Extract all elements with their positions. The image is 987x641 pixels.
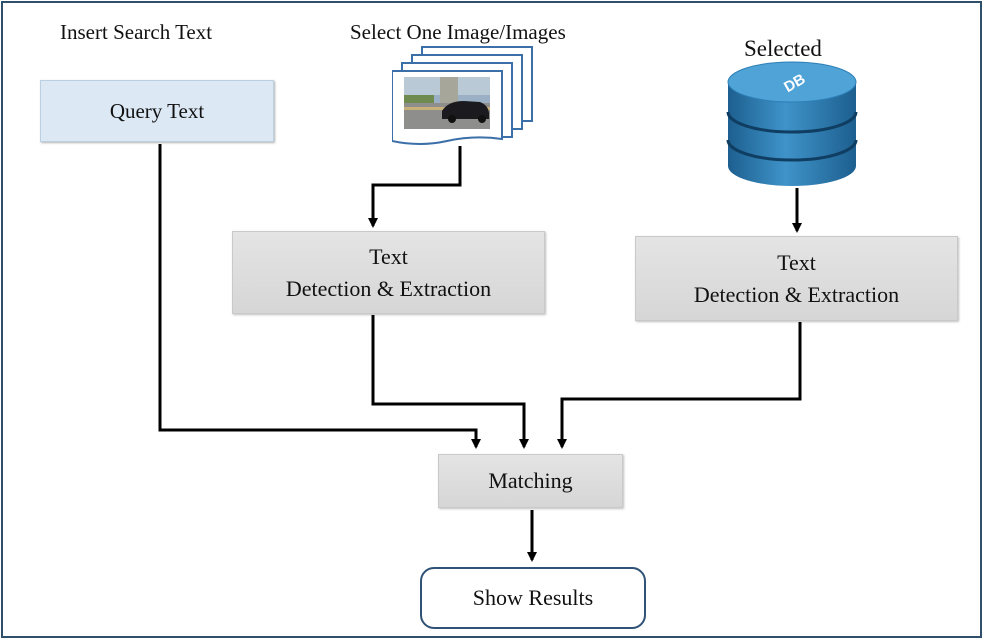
database-icon: DB [726, 61, 858, 186]
text-detection-left-line1: Text [369, 243, 408, 269]
query-text-label: Query Text [109, 98, 205, 123]
show-results-label: Show Results [472, 585, 594, 611]
text-detection-right-line2: Detection & Extraction [693, 281, 900, 307]
arrow-images-to-detection [368, 146, 462, 228]
query-text-box: Query Text [40, 80, 274, 142]
selected-label: Selected [744, 36, 822, 61]
matching-box: Matching [438, 454, 623, 508]
show-results-box: Show Results [420, 567, 646, 629]
arrow-right-detection-to-matching [557, 322, 802, 449]
image-stack-icon [392, 46, 533, 145]
matching-label: Matching [488, 468, 573, 494]
text-detection-left-line2: Detection & Extraction [285, 275, 492, 301]
arrow-left-detection-to-matching [371, 315, 529, 449]
insert-search-text-label: Insert Search Text [60, 20, 213, 44]
select-images-label: Select One Image/Images [350, 20, 566, 44]
text-detection-box-right: Text Detection & Extraction [635, 236, 958, 321]
text-detection-right-line1: Text [777, 249, 816, 275]
text-detection-box-left: Text Detection & Extraction [232, 231, 545, 314]
arrow-query-to-matching [158, 144, 481, 449]
